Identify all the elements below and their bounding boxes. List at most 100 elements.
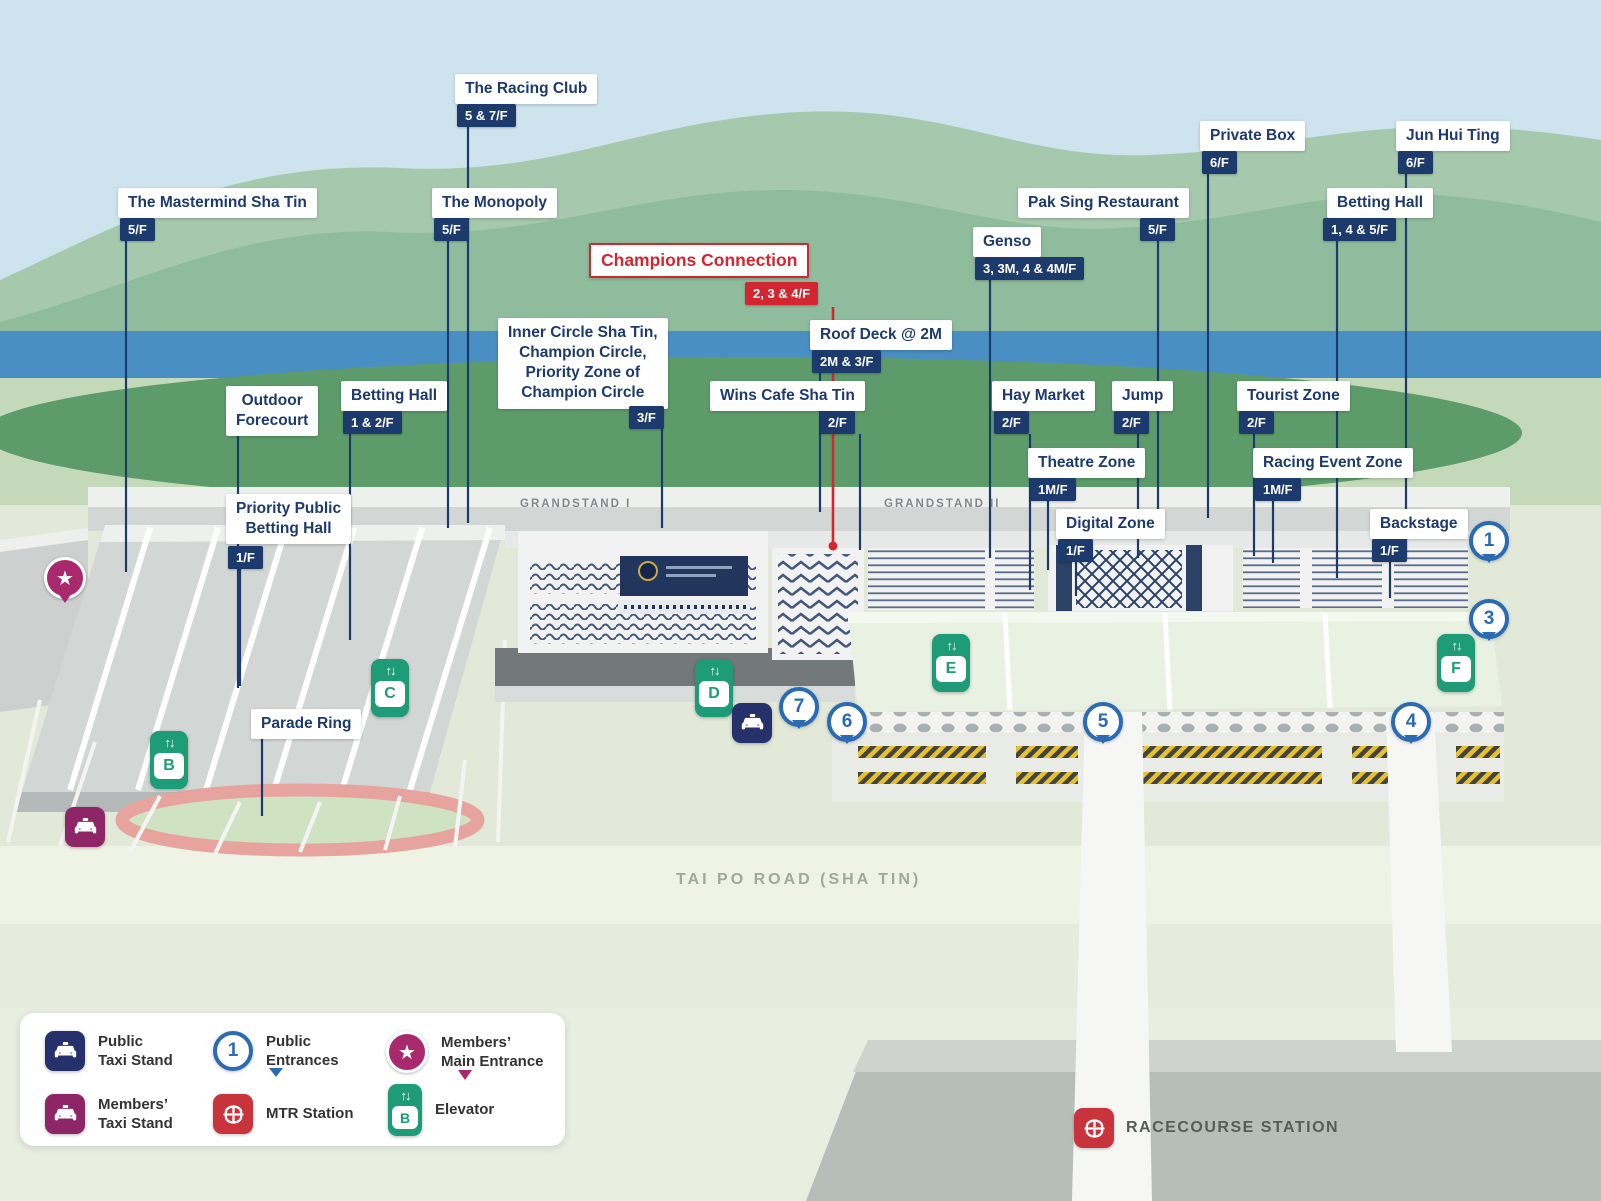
label-genso: Genso [973,227,1042,258]
label-private-box: Private Box [1200,121,1306,152]
label-betting-hall-left: Betting Hall [341,381,448,412]
floor-digital-zone: 1/F [1058,539,1093,562]
entrance-pin-icon: 1 [213,1031,253,1071]
elevator-arrows-icon: ↑↓ [1451,638,1463,653]
elevator-letter: E [936,656,966,683]
public-taxi-icon [45,1031,85,1071]
label-betting-hall-right: Betting Hall [1327,188,1434,219]
elevator-arrows-icon: ↑↓ [946,638,958,653]
label-backstage: Backstage [1370,509,1468,540]
label-hay-market: Hay Market [992,381,1095,412]
floor-backstage: 1/F [1372,539,1407,562]
elevator-arrows-icon: ↑↓ [400,1088,412,1103]
label-priority-public-betting-hall: Priority Public Betting Hall [226,494,352,545]
label-jump: Jump [1112,381,1174,412]
station-text: RACECOURSE STATION [1126,1119,1340,1136]
members-entrance-pin-icon: ★ [386,1031,428,1073]
floor-mastermind: 5/F [120,218,155,241]
elevator-f: ↑↓ F [1437,634,1475,692]
floor-monopoly: 5/F [434,218,469,241]
label-parade-ring: Parade Ring [251,709,362,740]
floor-racing-event-zone: 1M/F [1255,478,1301,501]
elevator-arrows-icon: ↑↓ [164,735,176,750]
members-taxi-icon [45,1094,85,1134]
road-text: TAI PO ROAD (SHA TIN) [676,871,922,888]
elevator-letter: F [1441,656,1471,683]
label-pak-sing-restaurant: Pak Sing Restaurant [1018,188,1189,219]
label-theatre-zone: Theatre Zone [1028,448,1146,479]
floor-hay-market: 2/F [994,411,1029,434]
legend-public-entrances: 1 Public Entrances [213,1031,339,1071]
legend-panel [20,1013,565,1146]
taxi-icon [74,817,96,833]
label-mastermind: The Mastermind Sha Tin [118,188,317,219]
legend-elevator: ↑↓ B Elevator [388,1084,494,1136]
taxi-icon [741,713,763,729]
elevator-icon: ↑↓ B [388,1084,422,1136]
star-icon: ★ [56,567,74,590]
star-icon: ★ [398,1041,416,1064]
legend-public-taxi: Public Taxi Stand [45,1031,173,1071]
public-taxi-stand-icon [732,703,772,743]
floor-roof-deck: 2M & 3/F [812,350,882,373]
legend-elevator-label: Elevator [435,1101,495,1119]
legend-members-taxi: Members’ Taxi Stand [45,1094,173,1134]
elevator-arrows-icon: ↑↓ [709,663,721,678]
legend-members-main-entrance: ★ Members’ Main Entrance [386,1031,544,1073]
entrance-5: 5 [1083,702,1123,742]
grandstand-2-text: GRANDSTAND II [884,498,1001,510]
label-outdoor-forecourt: Outdoor Forecourt [226,386,319,437]
label-wins-cafe: Wins Cafe Sha Tin [710,381,865,412]
label-digital-zone: Digital Zone [1056,509,1165,540]
floor-private-box: 6/F [1202,151,1237,174]
mtr-station-icon [213,1094,253,1134]
mtr-logo-icon [1083,1118,1105,1138]
floor-racing-club: 5 & 7/F [457,104,516,127]
label-tourist-zone: Tourist Zone [1237,381,1350,412]
entrance-1: 1 [1469,521,1509,561]
legend-mtr-station-label: MTR Station [266,1105,354,1123]
legend-public-entrances-label: Public Entrances [266,1032,339,1070]
elevator-e: ↑↓ E [932,634,970,692]
label-racing-club: The Racing Club [455,74,598,105]
floor-pak-sing-restaurant: 5/F [1140,218,1175,241]
floor-jump: 2/F [1114,411,1149,434]
elevator-arrows-icon: ↑↓ [385,663,397,678]
legend-public-taxi-label: Public Taxi Stand [98,1032,173,1070]
label-roof-deck: Roof Deck @ 2M [810,320,952,351]
floor-tourist-zone: 2/F [1239,411,1274,434]
entrance-4: 4 [1391,702,1431,742]
legend-members-main-entrance-label: Members’ Main Entrance [441,1033,544,1071]
floor-theatre-zone: 1M/F [1030,478,1076,501]
floor-betting-hall-right: 1, 4 & 5/F [1323,218,1397,241]
members-taxi-stand-icon [65,807,105,847]
grandstand-1-text: GRANDSTAND I [520,498,632,510]
floor-genso: 3, 3M, 4 & 4M/F [975,257,1085,280]
label-champions-connection: Champions Connection [589,243,810,278]
taxi-icon [54,1104,76,1120]
label-racing-event-zone: Racing Event Zone [1253,448,1413,479]
elevator-b: ↑↓ B [150,731,188,789]
mtr-logo-icon [222,1104,244,1124]
floor-betting-hall-left: 1 & 2/F [343,411,402,434]
elevator-c: ↑↓ C [371,659,409,717]
entrance-6: 6 [827,702,867,742]
legend-mtr-station: MTR Station [213,1094,354,1134]
label-inner-circle: Inner Circle Sha Tin, Champion Circle, P… [498,318,668,409]
elevator-letter: C [375,681,405,708]
floor-inner-circle: 3/F [629,406,664,429]
floor-priority-public-betting-hall: 1/F [228,546,263,569]
floor-wins-cafe: 2/F [820,411,855,434]
entrance-3: 3 [1469,599,1509,639]
station-mtr-icon [1074,1108,1114,1148]
members-main-entrance-pin: ★ [44,557,86,599]
label-monopoly: The Monopoly [432,188,558,219]
taxi-icon [54,1041,76,1057]
elevator-letter: B [392,1106,418,1130]
legend-members-taxi-label: Members’ Taxi Stand [98,1095,173,1133]
floor-jun-hui-ting: 6/F [1398,151,1433,174]
elevator-d: ↑↓ D [695,659,733,717]
entrance-7: 7 [779,687,819,727]
elevator-letter: B [154,753,184,780]
